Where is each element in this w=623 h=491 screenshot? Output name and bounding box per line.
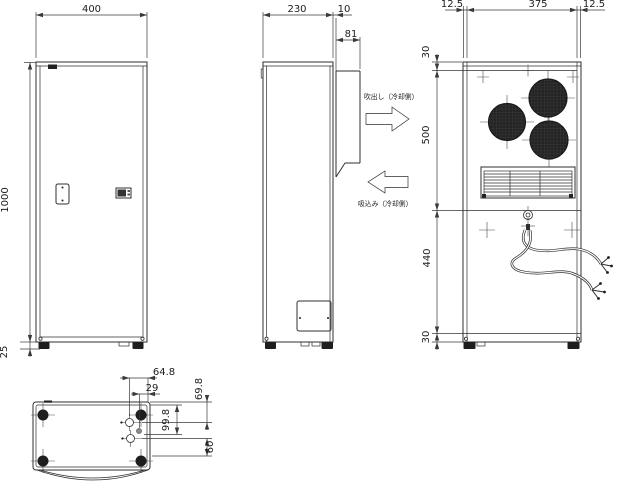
dim-rear-flange-right: 12.5 — [583, 0, 605, 10]
rear-foot-left — [463, 342, 476, 349]
dim-bottom-offset-top: 69.8 — [194, 378, 205, 400]
side-bottom-tab-1 — [300, 341, 310, 347]
dim-front-width-group: 400 — [35, 4, 148, 58]
dim-side-rear-gap: 10 — [338, 4, 351, 15]
side-screw — [264, 336, 269, 341]
panel-centerline-marks — [477, 64, 579, 83]
dim-bottom-offset-right: 64.8 — [153, 367, 175, 378]
dim-bottom-offset-top2: 99.8 — [161, 409, 172, 431]
lower-centerline-marks — [479, 222, 580, 238]
side-view: 230 10 81 吹出し（冷却側） 吸込み（冷却側） — [260, 4, 418, 349]
airflow-in-label: 吸込み（冷却側） — [358, 199, 412, 208]
side-cabinet-outline — [262, 61, 334, 343]
leveling-feet — [31, 403, 153, 473]
front-bottom-tab — [118, 341, 130, 347]
rear-screw-left — [463, 336, 468, 341]
fan-circle-bottom-right — [529, 120, 569, 160]
front-foot-left — [38, 342, 50, 349]
rear-view: 12.5 375 12.5 30 500 440 30 — [421, 0, 613, 350]
rear-bottom-tab — [476, 341, 486, 347]
dim-front-height-group: 1000 — [0, 62, 36, 343]
front-screw-left — [38, 336, 43, 341]
airflow-in-arrow — [367, 170, 409, 194]
fan-circle-top-right — [528, 78, 568, 118]
door-hinge-mark — [260, 68, 264, 79]
dim-side-depth-group: 230 — [262, 4, 334, 58]
dim-front-width: 400 — [82, 4, 101, 15]
cable-bundle-1 — [521, 229, 613, 274]
front-foot-right — [132, 342, 144, 349]
dim-rear-top-rail: 30 — [421, 46, 432, 59]
bottom-hinge-mark — [44, 400, 52, 403]
control-panel-display — [115, 187, 132, 199]
mounting-holes — [120, 414, 142, 447]
airflow-out-arrow — [365, 106, 410, 132]
dim-rear-top-group: 12.5 375 12.5 — [441, 0, 605, 58]
bottom-outline — [32, 401, 151, 471]
dim-side-depth: 230 — [287, 4, 306, 15]
dim-side-duct-depth: 81 — [345, 29, 358, 40]
dim-side-duct-depth-group: 81 — [336, 29, 361, 69]
fan-section — [477, 64, 579, 167]
dim-rear-lower-section: 440 — [422, 248, 433, 267]
drain-hole — [136, 428, 142, 434]
dim-rear-bottom-rail: 30 — [421, 331, 432, 344]
dim-bottom-29-group: 29 — [131, 383, 160, 428]
dim-rear-flange-left: 12.5 — [441, 0, 463, 10]
side-foot-rear — [321, 342, 333, 349]
front-view: 400 1000 25 — [0, 4, 148, 358]
front-screw-right — [140, 336, 145, 341]
dim-bottom-60-group: 60 — [142, 438, 216, 457]
side-bottom-tab-2 — [311, 341, 321, 347]
cable-gland — [521, 206, 535, 236]
rear-cooling-duct — [335, 70, 361, 178]
dim-bottom-648-group: 64.8 — [120, 367, 175, 416]
side-access-panel — [296, 300, 332, 332]
brand-logo-mark — [48, 64, 57, 69]
airflow-out-label: 吹出し（冷却側） — [364, 92, 418, 101]
door-swing-arc — [36, 469, 149, 481]
dim-rear-upper-section: 500 — [421, 125, 432, 144]
louver-grille — [480, 166, 576, 199]
dim-front-foot-height-group: 25 — [0, 334, 40, 358]
rear-screw-right — [576, 336, 581, 341]
dim-bottom-offset-bottom: 60 — [205, 441, 216, 454]
cable-bundle-2 — [510, 229, 606, 300]
door-handle — [55, 183, 70, 205]
fan-circle-left — [487, 102, 527, 142]
dim-rear-left-chain-group: 30 500 440 30 — [421, 46, 467, 350]
dim-front-height: 1000 — [0, 187, 11, 212]
dim-front-foot-height: 25 — [0, 346, 10, 359]
dim-side-rear-gap-group: 10 — [333, 4, 352, 71]
side-foot-front — [265, 342, 276, 349]
bottom-view: 64.8 29 69.8 99.8 — [31, 367, 216, 481]
rear-cabinet-outline — [462, 61, 582, 343]
front-cabinet-outline — [35, 61, 148, 343]
rear-foot-right — [567, 342, 580, 349]
dim-bottom-offset-right2: 29 — [146, 383, 159, 394]
front-panel-seams — [36, 65, 147, 338]
dim-rear-panel-width: 375 — [528, 0, 547, 10]
dim-bottom-998-group: 99.8 — [144, 404, 182, 435]
